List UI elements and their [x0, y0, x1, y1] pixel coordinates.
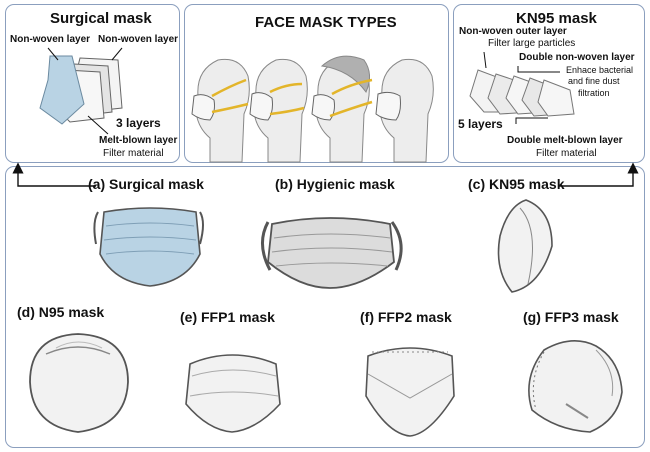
surgical-panel-title: Surgical mask	[50, 10, 152, 27]
surgical-meltblown-label: Melt-blown layer	[99, 135, 178, 146]
mask-label-surgical: (a) Surgical mask	[88, 176, 204, 192]
surgical-layers-count: 3 layers	[116, 116, 161, 130]
surgical-nonwoven-left-label: Non-woven layer	[10, 34, 91, 45]
surgical-meltblown-desc: Filter material	[103, 148, 164, 159]
kn95-double-meltblown-desc: Filter material	[536, 148, 597, 159]
mask-label-hygienic: (b) Hygienic mask	[275, 176, 395, 192]
kn95-double-nonwoven-label: Double non-woven layer	[519, 52, 635, 63]
mask-label-ffp2: (f) FFP2 mask	[360, 309, 452, 325]
mask-label-n95: (d) N95 mask	[17, 304, 105, 320]
kn95-outer-label: Non-woven outer layer	[459, 26, 567, 37]
kn95-panel-title: KN95 mask	[516, 10, 597, 27]
mask-label-ffp1: (e) FFP1 mask	[180, 309, 275, 325]
kn95-double-nonwoven-desc-1: Enhace bacterial	[566, 65, 634, 75]
kn95-double-nonwoven-desc-3: filtration	[578, 88, 610, 98]
kn95-outer-desc: Filter large particles	[488, 38, 576, 49]
kn95-double-meltblown-label: Double melt-blown layer	[507, 135, 623, 146]
kn95-layers-count: 5 layers	[458, 117, 503, 131]
kn95-double-nonwoven-desc-2: and fine dust	[568, 76, 620, 86]
page-title: FACE MASK TYPES	[255, 14, 397, 31]
mask-label-ffp3: (g) FFP3 mask	[523, 309, 619, 325]
surgical-nonwoven-right-label: Non-woven layer	[98, 34, 179, 45]
mask-label-kn95: (c) KN95 mask	[468, 176, 565, 192]
